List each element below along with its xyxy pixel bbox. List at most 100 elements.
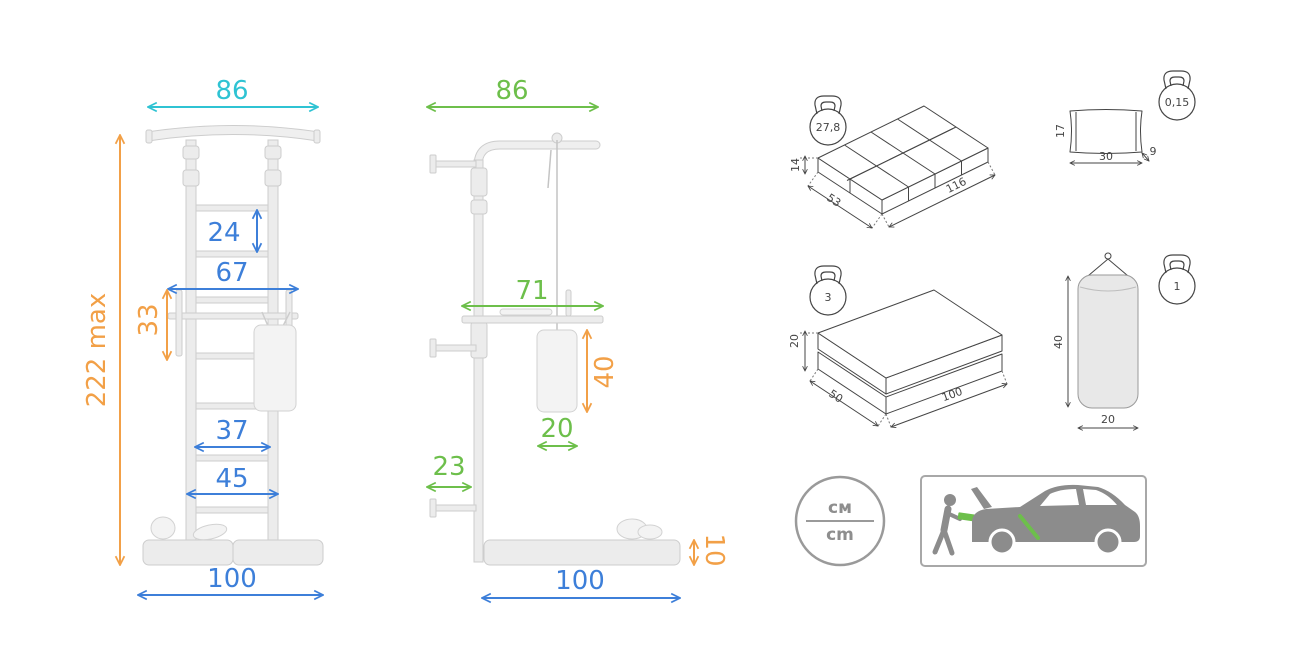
person-leg-front <box>941 527 955 556</box>
dip-bar <box>167 312 299 320</box>
bag-pack-weight-label: 1 <box>1174 280 1181 293</box>
side-dip-bar <box>461 315 604 324</box>
side-dip-plate <box>499 308 553 316</box>
side-boxing-glove-2 <box>637 524 663 540</box>
gloves-pack-drawing <box>1069 109 1143 154</box>
side-view: 86 71 40 20 23 100 10 <box>427 76 729 598</box>
units-badge-icon: см cm <box>794 475 886 567</box>
trunk-lid-icon <box>971 487 992 509</box>
clamp-right-mid <box>264 169 282 187</box>
rung-7 <box>195 506 269 514</box>
person-leg-back <box>932 527 947 555</box>
side-top-depth-label: 86 <box>495 76 528 106</box>
car-loading-frame <box>920 475 1147 567</box>
dip-handle-left <box>175 289 183 357</box>
pull-up-bar-cap-right <box>313 129 321 144</box>
front-dip-bar-width-label: 67 <box>215 258 248 288</box>
mat-box-height-label: 20 <box>788 334 801 348</box>
rung-3 <box>195 296 269 304</box>
units-cyrillic-label: см <box>828 498 852 518</box>
person-icon <box>932 494 962 556</box>
wall-plate-middle <box>429 338 437 358</box>
car-window-front <box>1040 489 1079 506</box>
side-wall-offset-label: 23 <box>432 452 465 482</box>
wall-bars-side-drawing <box>429 132 681 566</box>
side-base-mat <box>483 539 681 566</box>
mat-box-weight-label: 3 <box>825 291 832 304</box>
package-frame-box: 27,8 14 53 116 <box>789 95 996 229</box>
bag-rope-tail <box>547 149 552 189</box>
package-mat-box: 3 20 50 100 <box>788 265 1008 428</box>
frame-box-length-dotted-end <box>987 161 996 176</box>
punching-bag-side <box>536 329 578 413</box>
package-bag-pack: 1 40 20 <box>1052 252 1196 428</box>
side-pole <box>473 159 484 563</box>
wall-bracket-middle <box>435 344 477 352</box>
gloves-pack-length-label: 30 <box>1099 150 1113 163</box>
frame-box-length-arrow <box>889 175 995 227</box>
car-window-rear <box>1083 489 1117 505</box>
gloves-pack-height-label: 17 <box>1054 124 1067 138</box>
wall-plate-bottom <box>429 498 437 518</box>
frame-box-width-dotted-start <box>807 171 819 187</box>
pole-clamp-middle <box>470 321 488 359</box>
wall-bracket-bottom <box>435 504 477 512</box>
boxing-glove-left <box>150 516 176 540</box>
mat-box-length-dotted-start <box>885 413 892 428</box>
base-mat-left <box>142 539 234 566</box>
front-base-width-label: 100 <box>207 564 257 594</box>
mat-box-length-arrow <box>891 384 1007 427</box>
top-arm <box>474 141 600 184</box>
side-bag-height-label: 40 <box>590 355 620 388</box>
front-rung-spacing-label: 24 <box>207 218 240 248</box>
bag-hanger-left <box>261 311 269 327</box>
side-dip-post <box>565 289 572 317</box>
wall-plate-top <box>429 154 437 174</box>
loaded-item-icon <box>1018 514 1040 540</box>
top-arm-outline <box>473 140 601 185</box>
frame-box-width-dotted-end <box>871 213 883 229</box>
clamp-left-top <box>182 145 200 160</box>
mat-box-width-dotted-end <box>877 413 887 427</box>
car-wheel-rear <box>988 528 1016 556</box>
upright-left <box>185 139 197 541</box>
front-total-height-label: 222 max <box>82 293 112 408</box>
mat-box-width-dotted-start <box>809 368 819 382</box>
bag-pack-top-rim <box>1079 286 1137 292</box>
front-top-width-label: 86 <box>215 76 248 106</box>
units-badge-circle <box>794 475 886 567</box>
clamp-left-mid <box>182 169 200 187</box>
mat-box-width-label: 50 <box>826 387 845 406</box>
frame-box-weight-label: 27,8 <box>816 121 841 134</box>
punching-bag-front <box>253 324 297 412</box>
car-loading-icon <box>920 475 1147 567</box>
gloves-pack-depth-label: 9 <box>1150 145 1157 158</box>
package-gloves-pack: 0,15 17 30 9 <box>1054 70 1196 163</box>
rung-6 <box>195 454 269 462</box>
frame-box-length-dotted-start <box>881 213 890 228</box>
boxing-glove-right <box>192 523 228 541</box>
mat-box-width-arrow <box>810 381 878 426</box>
pull-up-bar-cap-left <box>145 129 153 144</box>
mat-box-length-dotted-end <box>1001 370 1008 385</box>
side-mat-length-label: 100 <box>555 566 605 596</box>
frame-box-width-label: 53 <box>824 191 843 210</box>
side-bar-depth-label: 71 <box>515 276 548 306</box>
base-mat-right <box>232 539 324 566</box>
bag-pack-height-label: 40 <box>1052 335 1065 349</box>
side-bag-width-label: 20 <box>540 414 573 444</box>
frame-box-strap <box>846 128 954 181</box>
bag-hanger-right <box>282 311 291 327</box>
bag-pack-strap-loop <box>1104 252 1112 260</box>
bag-pack-drawing <box>1077 274 1139 409</box>
frame-box-width-arrow <box>808 186 872 228</box>
front-rung-outer-width-label: 45 <box>215 464 248 494</box>
pole-clamp-top <box>470 167 488 197</box>
front-rung-inner-width-label: 37 <box>215 416 248 446</box>
front-view: 86 24 67 33 222 max 37 45 100 <box>82 76 323 595</box>
pull-up-bar <box>147 126 319 140</box>
rung-1 <box>195 204 269 212</box>
wall-bars-front-drawing <box>142 125 324 566</box>
frame-box-height-label: 14 <box>789 158 802 172</box>
